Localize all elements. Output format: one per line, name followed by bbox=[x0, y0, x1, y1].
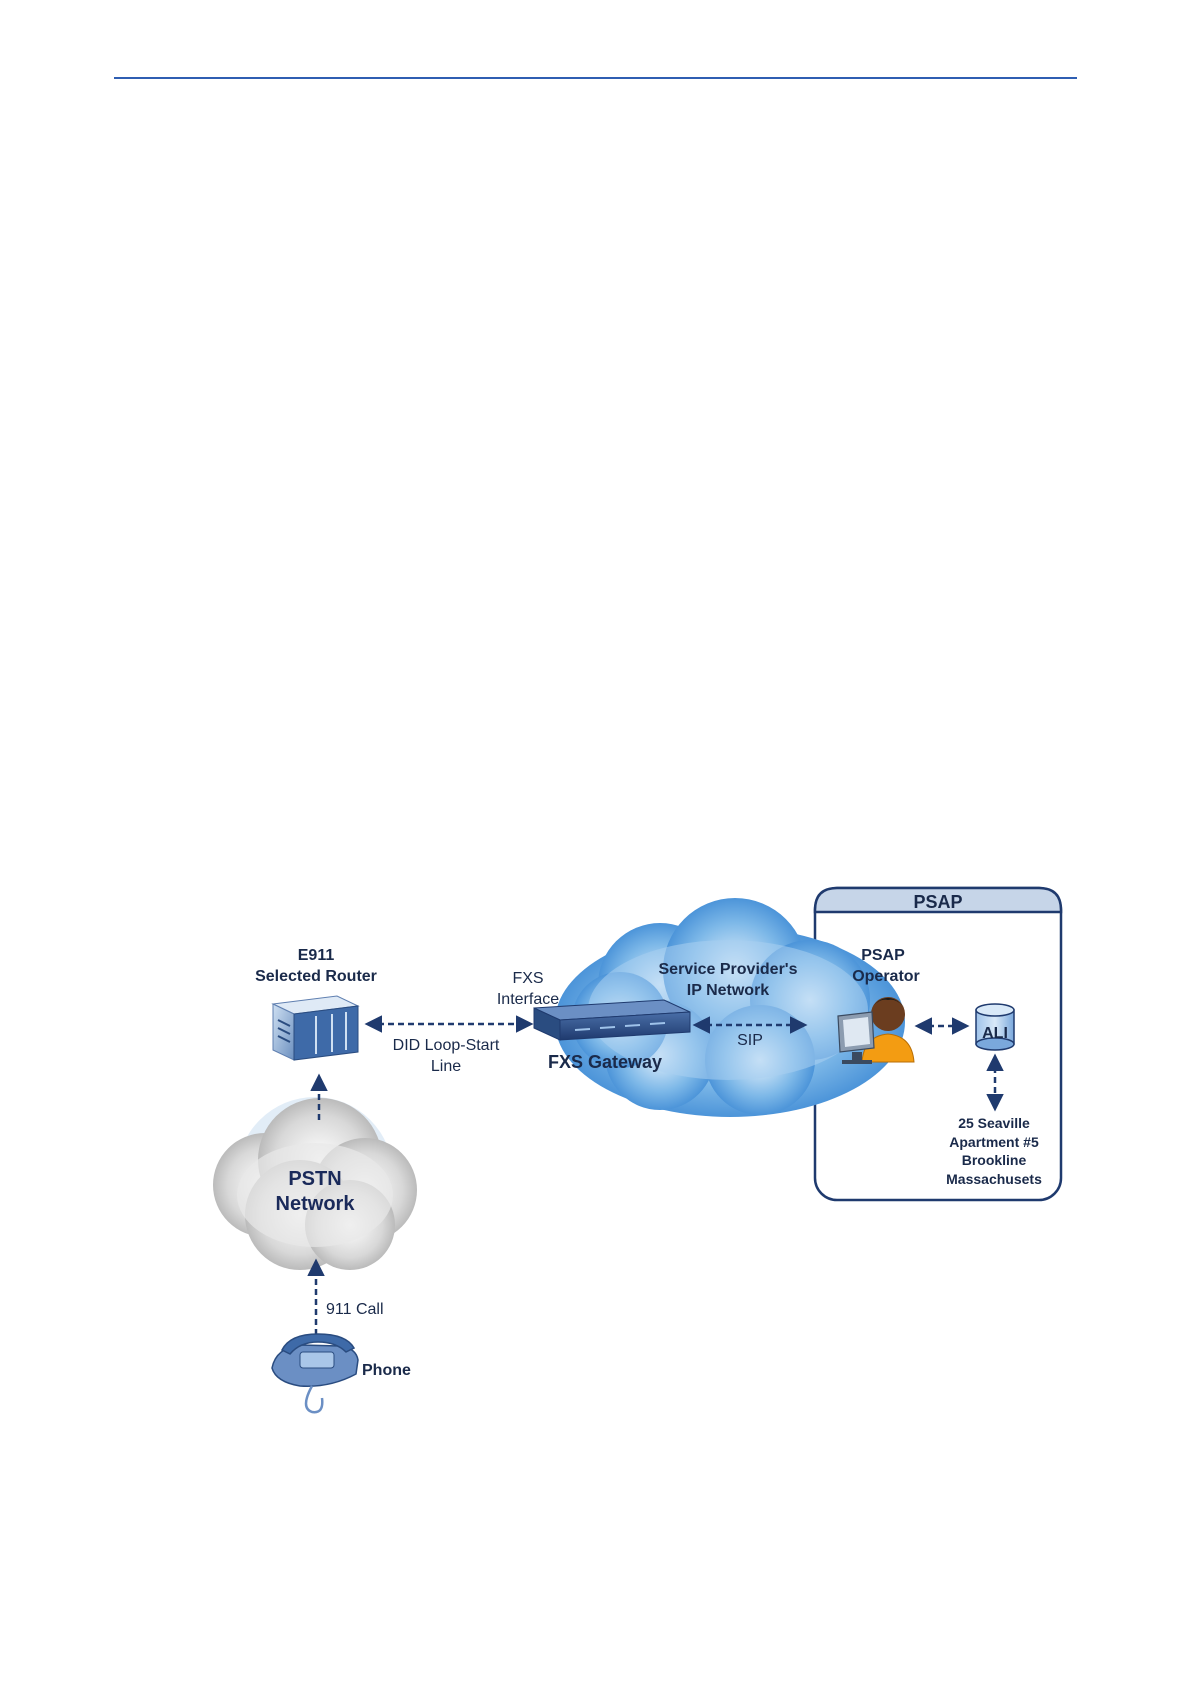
address-line-2: Apartment #5 bbox=[949, 1134, 1039, 1150]
address-line-3: Brookline bbox=[962, 1152, 1027, 1168]
address-line-1: 25 Seaville bbox=[958, 1115, 1030, 1131]
pstn-label-2: Network bbox=[276, 1193, 356, 1215]
did-line-label-2: Line bbox=[431, 1058, 461, 1075]
call-label: 911 Call bbox=[326, 1301, 384, 1318]
psap-title: PSAP bbox=[913, 892, 962, 912]
phone-label: Phone bbox=[362, 1362, 411, 1379]
psap-operator-label-1: PSAP bbox=[861, 947, 905, 964]
phone-icon bbox=[272, 1334, 358, 1412]
sip-label: SIP bbox=[737, 1032, 763, 1049]
router-icon bbox=[273, 996, 358, 1060]
did-line-label-1: DID Loop-Start bbox=[393, 1037, 500, 1054]
psap-operator-label-2: Operator bbox=[852, 968, 920, 985]
router-label-1: E911 bbox=[298, 947, 335, 964]
ip-network-label-2: IP Network bbox=[687, 982, 770, 999]
ip-network-label-1: Service Provider's bbox=[659, 961, 798, 978]
pstn-label-1: PSTN bbox=[288, 1168, 341, 1190]
router-label-2: Selected Router bbox=[255, 968, 377, 985]
address-line-4: Massachusets bbox=[946, 1171, 1042, 1187]
ali-label: ALI bbox=[982, 1025, 1008, 1042]
fxs-gateway-label: FXS Gateway bbox=[548, 1052, 662, 1072]
fxs-interface-label-1: FXS bbox=[512, 970, 543, 987]
fxs-interface-label-2: Interface bbox=[497, 991, 559, 1008]
